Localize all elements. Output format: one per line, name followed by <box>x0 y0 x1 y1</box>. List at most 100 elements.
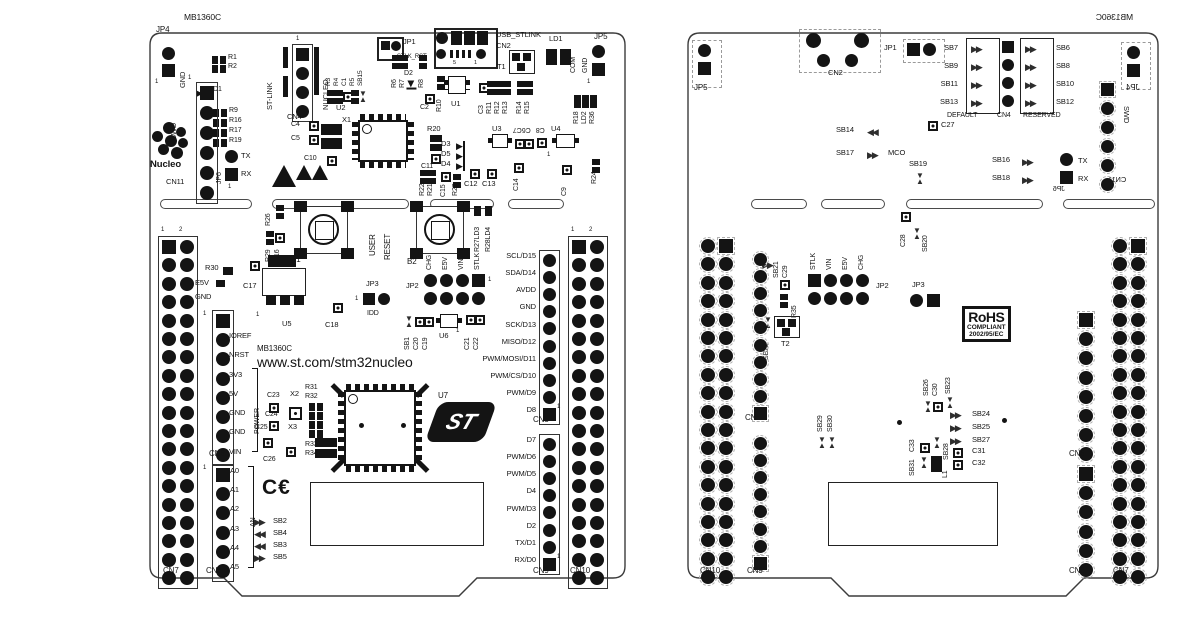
board-slot <box>508 199 564 209</box>
pin <box>543 438 556 451</box>
pin <box>572 461 586 475</box>
solder-bridge: ▼▲ <box>359 89 367 104</box>
pad <box>430 135 442 142</box>
label-c21: C21 <box>464 337 471 350</box>
label-nucleo: Nucleo <box>150 159 182 170</box>
pin <box>717 403 735 421</box>
dashed-outline <box>1121 42 1151 90</box>
pin <box>717 495 735 513</box>
label-r34: R34 <box>305 450 318 457</box>
label-c6: C6 <box>522 126 531 133</box>
ce-mark: C€ <box>262 476 291 499</box>
label-c31: C31 <box>972 446 986 455</box>
label-1: 1 <box>547 152 551 158</box>
outline-box <box>262 268 306 296</box>
pin <box>572 277 586 291</box>
board-outline-front <box>149 32 626 597</box>
pin <box>543 558 556 571</box>
pin <box>590 277 604 291</box>
label-sb27: SB27 <box>972 435 990 444</box>
capacitor-pad <box>263 438 273 448</box>
pin <box>590 332 604 346</box>
pad <box>512 53 520 61</box>
pin <box>296 86 309 99</box>
resistor-pads <box>428 170 436 184</box>
label-gnd: GND <box>582 57 589 73</box>
pin <box>1077 484 1095 502</box>
pad <box>845 54 858 67</box>
label-sb24: SB24 <box>972 409 990 418</box>
resistor-pads <box>213 139 227 147</box>
label-r24: R24 <box>591 171 598 184</box>
pad <box>910 294 923 307</box>
label-u7: U7 <box>438 391 449 400</box>
pin <box>572 516 586 530</box>
pin <box>180 240 194 254</box>
pin <box>162 571 176 585</box>
capacitor-pad <box>269 421 279 431</box>
resistor-pads <box>487 81 495 95</box>
pin <box>752 521 769 538</box>
label-cn2: CN2 <box>496 41 511 50</box>
label-cn2: CN2 <box>828 68 843 77</box>
pad <box>590 95 597 108</box>
pin <box>162 240 176 254</box>
outline-box <box>509 50 535 74</box>
solder-bridge: ▶▶ <box>950 423 962 433</box>
diode-icon: ▶ <box>406 80 417 90</box>
label-pwm-d5: PWM/D5 <box>506 469 537 478</box>
capacitor-pad <box>431 154 441 164</box>
resistor-pads <box>212 65 226 73</box>
label-gnd: GND <box>519 302 536 311</box>
pin <box>1111 311 1129 329</box>
pad <box>517 63 525 71</box>
pad <box>162 47 175 60</box>
pin <box>572 350 586 364</box>
pad <box>923 43 936 56</box>
label-r28ld4: R28LD4 <box>485 226 492 252</box>
pin <box>216 545 230 559</box>
capacitor-pad <box>901 212 911 222</box>
pin <box>572 369 586 383</box>
pin <box>590 240 604 254</box>
pad <box>315 449 337 458</box>
pin <box>1099 81 1116 98</box>
solder-bridge: ▶▶ <box>971 62 983 72</box>
pin <box>180 332 194 346</box>
pin <box>590 498 604 512</box>
pin <box>1129 476 1147 494</box>
label-sb23: SB23 <box>945 377 952 394</box>
pad <box>314 47 319 95</box>
label-sck-d13: SCK/D13 <box>505 320 536 329</box>
user-button <box>294 201 354 259</box>
label-r12: R12 <box>494 101 501 114</box>
label-c13: C13 <box>482 179 496 188</box>
label-sb31: SB31 <box>909 459 916 476</box>
label-d4: D4 <box>441 159 451 168</box>
resistor-pads <box>420 170 428 184</box>
pin <box>1111 255 1129 273</box>
pin <box>717 347 735 365</box>
label-t2: T2 <box>781 339 790 348</box>
label-sb5: SB5 <box>273 552 287 561</box>
pin <box>699 329 717 347</box>
pad <box>436 32 448 44</box>
pin <box>543 408 556 421</box>
label-usb-stlink: USB_STLINK <box>496 30 541 39</box>
pin <box>1077 330 1095 348</box>
label-b2: B2 <box>407 257 417 266</box>
label-vin: VIN <box>826 258 833 270</box>
pad <box>359 423 364 428</box>
label-c26: C26 <box>263 456 276 463</box>
label-u3: U3 <box>492 124 502 133</box>
pin <box>752 388 769 405</box>
label-ld2: LD2 <box>581 111 588 124</box>
label-u2: U2 <box>336 103 346 112</box>
pad <box>321 138 342 149</box>
pad <box>363 293 375 305</box>
label-c15: C15 <box>440 184 447 197</box>
pin <box>216 468 230 482</box>
label-reserved: RESERVED <box>1023 112 1061 119</box>
label-pwm-d9: PWM/D9 <box>506 388 537 397</box>
